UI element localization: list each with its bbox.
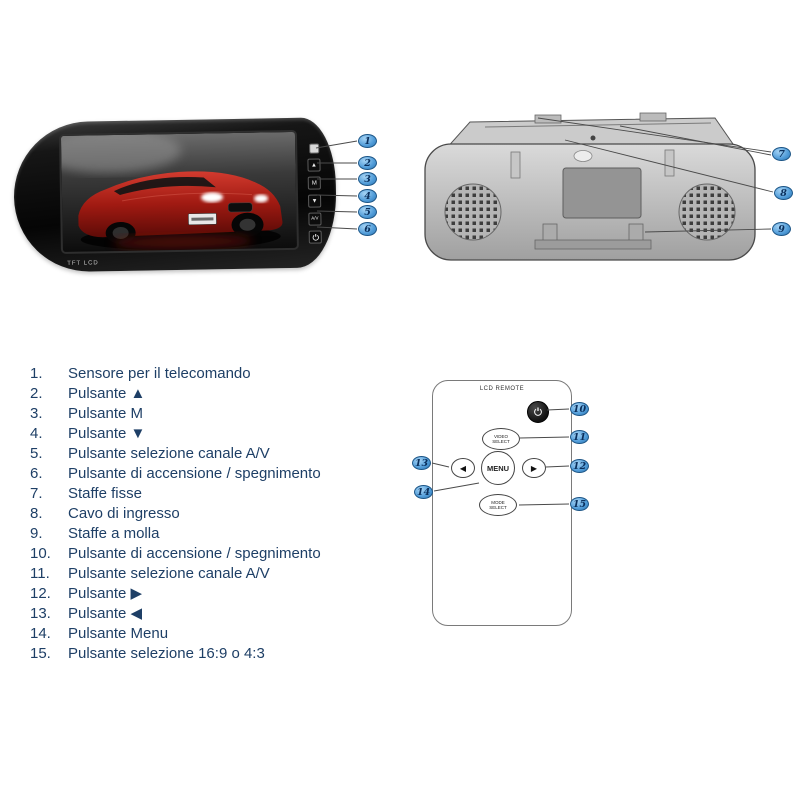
remote-power-button [527, 401, 549, 423]
power-icon [534, 407, 542, 416]
legend-number: 12. [30, 584, 51, 602]
car-photo [58, 129, 297, 252]
legend-text: Pulsante selezione 16:9 o 4:3 [68, 644, 265, 662]
legend-text: Staffe fisse [68, 484, 142, 502]
legend-text: Pulsante ▼ [68, 424, 146, 442]
legend-number: 3. [30, 404, 43, 422]
legend-item: 7. Staffe fisse [30, 483, 420, 503]
legend-item: 1. Sensore per il telecomando [30, 363, 420, 383]
legend-number: 6. [30, 464, 43, 482]
legend-number: 11. [30, 564, 50, 582]
remote-title: LCD REMOTE [479, 386, 525, 392]
legend-item: 13. Pulsante ◀ [30, 603, 420, 623]
callout-12: 12 [570, 459, 589, 473]
legend-item: 12. Pulsante ▶ [30, 583, 420, 603]
legend-item: 6. Pulsante di accensione / spegnimento [30, 463, 420, 483]
legend-number: 14. [30, 624, 51, 642]
callout-13: 13 [412, 456, 431, 470]
callout-7: 7 [772, 147, 791, 161]
callout-5: 5 [358, 205, 377, 219]
legend-list: 1. Sensore per il telecomando 2. Pulsante … [30, 363, 420, 663]
legend-text: Pulsante ▲ [68, 384, 146, 402]
legend-text: Pulsante selezione canale A/V [68, 564, 270, 582]
remote-sensor-window [308, 143, 319, 154]
callout-3: 3 [358, 172, 377, 186]
callout-10: 10 [570, 402, 589, 416]
video-select-button: VIDEO SELECT [482, 428, 520, 450]
av-select-button: A/V [308, 212, 322, 226]
legend-number: 15. [30, 644, 51, 662]
callout-6: 6 [358, 222, 377, 236]
legend-item: 10. Pulsante di accensione / spegnimento [30, 543, 420, 563]
legend-text: Pulsante selezione canale A/V [68, 444, 270, 462]
callout-4: 4 [358, 189, 377, 203]
legend-item: 11. Pulsante selezione canale A/V [30, 563, 420, 583]
legend-item: 9. Staffe a molla [30, 523, 420, 543]
legend-text: Staffe a molla [68, 524, 160, 542]
legend-text: Pulsante ▶ [68, 585, 143, 602]
legend-number: 4. [30, 424, 43, 442]
legend-text: Pulsante di accensione / spegnimento [68, 464, 321, 482]
brand-label: TFT LCD [67, 260, 99, 267]
legend-item: 14. Pulsante Menu [30, 623, 420, 643]
legend-number: 13. [30, 604, 51, 622]
legend-text: Sensore per il telecomando [68, 364, 251, 382]
video-select-label: VIDEO SELECT [492, 434, 510, 444]
left-arrow-button: ◀ [451, 458, 475, 478]
legend-number: 7. [30, 484, 43, 502]
monitor-screen [58, 129, 299, 254]
legend-text: Pulsante di accensione / spegnimento [68, 544, 321, 562]
legend-item: 4. Pulsante ▼ [30, 423, 420, 443]
legend-number: 5. [30, 444, 43, 462]
power-button [308, 230, 322, 244]
legend-text: Pulsante ◀ [68, 605, 143, 622]
legend-item: 8. Cavo di ingresso [30, 503, 420, 523]
up-button: ▲ [307, 158, 321, 172]
callout-11: 11 [570, 430, 589, 444]
legend-number: 8. [30, 504, 43, 522]
down-button: ▼ [308, 194, 322, 208]
legend-number: 2. [30, 384, 43, 402]
legend-text: Cavo di ingresso [68, 504, 180, 522]
callout-2: 2 [358, 156, 377, 170]
menu-button: M [307, 176, 321, 190]
monitor-back-view [415, 108, 770, 278]
legend-text: Pulsante Menu [68, 624, 169, 642]
monitor-button-column: ▲ M ▼ A/V [307, 143, 322, 244]
callout-9: 9 [772, 222, 791, 236]
legend-item: 3. Pulsante M [30, 403, 420, 423]
callout-15: 15 [570, 497, 589, 511]
back-housing-graphic [424, 112, 756, 261]
callout-14: 14 [414, 485, 433, 499]
callout-8: 8 [774, 186, 793, 200]
legend-number: 10. [30, 544, 51, 562]
mode-select-label: MODE SELECT [489, 500, 507, 510]
legend-number: 9. [30, 524, 43, 542]
legend-item: 5. Pulsante selezione canale A/V [30, 443, 420, 463]
mode-select-button: MODE SELECT [479, 494, 517, 516]
legend-number: 1. [30, 364, 43, 382]
menu-button-remote: MENU [481, 451, 515, 485]
power-icon [312, 233, 319, 241]
callout-1: 1 [358, 134, 377, 148]
legend-item: 15. Pulsante selezione 16:9 o 4:3 [30, 643, 420, 663]
monitor-front-view: TFT LCD ▲ M ▼ A/V [12, 117, 338, 273]
legend-text: Pulsante M [68, 404, 144, 422]
right-arrow-button: ▶ [522, 458, 546, 478]
legend-item: 2. Pulsante ▲ [30, 383, 420, 403]
remote-control: LCD REMOTE VIDEO SELECT MENU ◀ ▶ MODE SE… [432, 380, 572, 626]
